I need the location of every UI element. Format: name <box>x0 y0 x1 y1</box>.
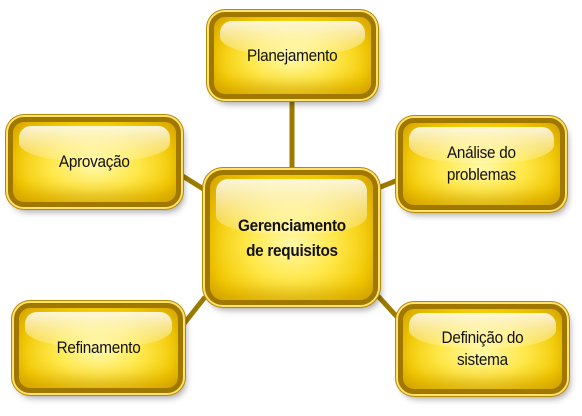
node-planejamento: Planejamento <box>209 12 376 99</box>
node-refinamento: Refinamento <box>14 303 183 393</box>
node-analise-do-problemas: Análise do problemas <box>398 118 565 210</box>
node-gerenciamento-de-requisitos: Gerenciamento de requisitos <box>205 170 378 305</box>
connector-refinamento <box>181 295 207 327</box>
node-label: Refinamento <box>56 338 141 357</box>
node-label: Aprovação <box>59 152 130 171</box>
connector-analise <box>377 177 399 191</box>
connector-definicao <box>376 294 400 320</box>
node-aprovacao: Aprovação <box>8 117 181 207</box>
node-definicao-do-sistema: Definição do sistema <box>398 304 567 394</box>
node-label: Definição do sistema <box>441 328 524 369</box>
center-node-label: Gerenciamento de requisitos <box>237 215 346 260</box>
node-label: Planejamento <box>247 45 338 65</box>
node-label: Análise do problemas <box>446 143 517 184</box>
connector-aprovacao <box>179 172 207 193</box>
